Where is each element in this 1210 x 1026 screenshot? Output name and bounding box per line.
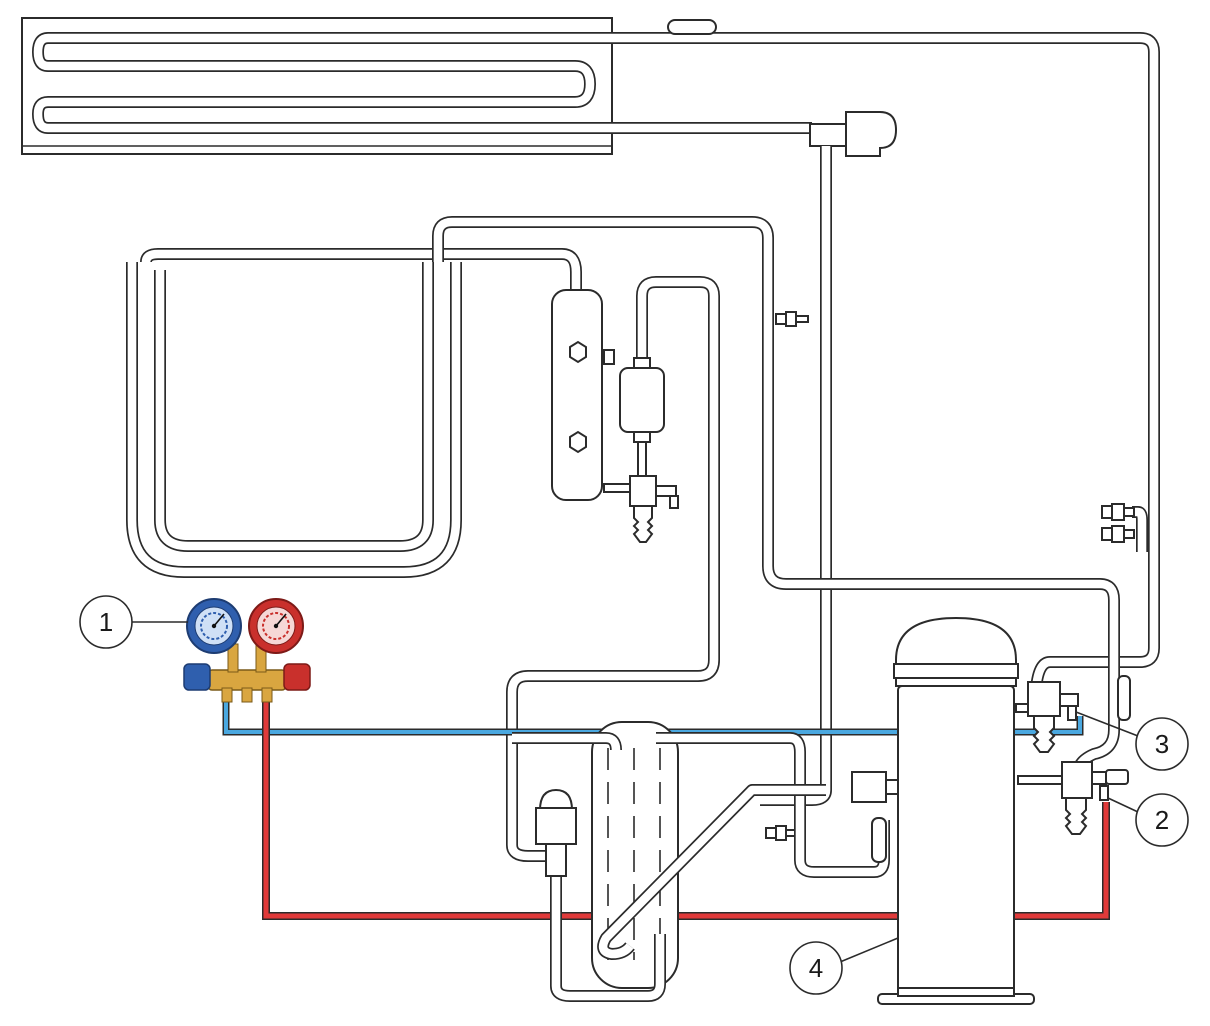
filter-drier [506, 276, 720, 862]
callout-1: 1 [79, 595, 188, 649]
callout-3: 3 [1075, 711, 1189, 771]
callout-4: 4 [789, 937, 899, 995]
callout-2: 2 [1107, 793, 1189, 847]
sight-nut-top [569, 340, 587, 364]
expansion-valve [760, 111, 898, 806]
callout-2-label: 2 [1155, 805, 1169, 835]
serpentine-coil [32, 32, 812, 134]
suction-accumulator [512, 721, 890, 1002]
crankcase-valve [851, 771, 899, 863]
high-side-service-valve [1017, 761, 1129, 835]
access-port-pair [1101, 503, 1148, 552]
suction-return-line [612, 32, 1160, 691]
high-side-hose [262, 690, 1110, 920]
compressor [877, 616, 1131, 1005]
pressure-gauge-icon [248, 598, 304, 654]
low-side-service-valve [1015, 681, 1079, 753]
pressure-gauge-icon [186, 598, 242, 654]
top-coil-panel [21, 17, 812, 155]
manifold-gauge-set [183, 598, 311, 703]
high-side-knob [283, 663, 311, 691]
callout-1-label: 1 [99, 607, 113, 637]
callout-3-label: 3 [1155, 729, 1169, 759]
low-side-knob [183, 663, 211, 691]
access-port-a [775, 311, 809, 327]
u-coil [126, 216, 1120, 772]
access-port-b [765, 825, 797, 841]
sight-nut-bottom [569, 430, 587, 454]
receiver-tank [551, 289, 615, 501]
pressure-regulator [535, 788, 577, 877]
top-fitting [667, 19, 717, 35]
callout-4-label: 4 [809, 953, 823, 983]
